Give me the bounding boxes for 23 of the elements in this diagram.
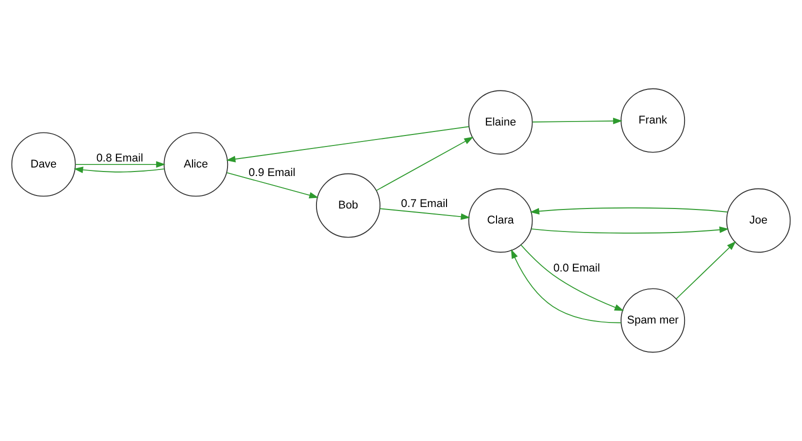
arrow <box>379 208 470 220</box>
node-circle: Bob <box>316 173 380 238</box>
node-circle: Frank <box>620 88 686 153</box>
node-circle: Clara <box>468 188 533 253</box>
node-circle: Elaine <box>468 90 533 155</box>
node-circle: Alice <box>164 132 228 197</box>
arrow <box>226 126 470 162</box>
arrow <box>75 161 166 168</box>
arrow <box>530 207 728 214</box>
arrow <box>226 172 319 198</box>
arrow <box>376 136 474 191</box>
arrow <box>520 244 624 311</box>
arrow <box>532 118 622 124</box>
node-circle: Spam mer <box>620 288 686 353</box>
edge-label: 0.8 Email <box>96 152 144 164</box>
arrow <box>530 226 729 234</box>
edge-label: 0.0 Email <box>553 262 600 275</box>
arrow <box>511 249 622 324</box>
node-circle: Dave <box>11 132 76 197</box>
arrow <box>676 241 736 300</box>
arrow <box>74 166 165 174</box>
edge-label: 0.7 Email <box>401 198 448 210</box>
edge-label: 0.9 Email <box>248 167 296 180</box>
